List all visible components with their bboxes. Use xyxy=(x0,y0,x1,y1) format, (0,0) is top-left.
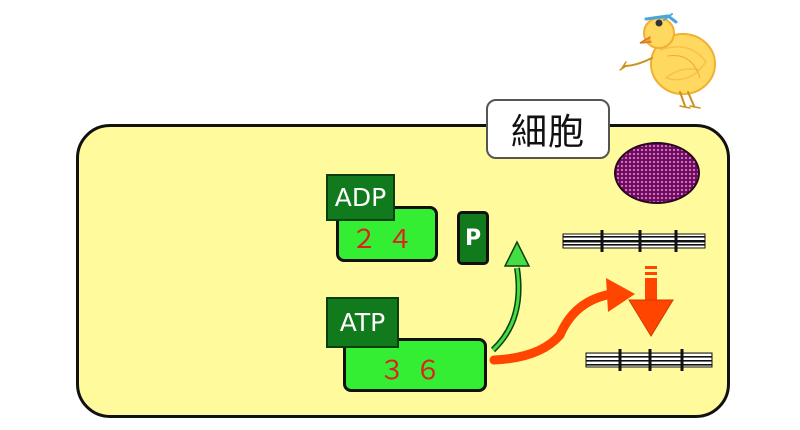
adp-tag: ADP xyxy=(326,174,395,221)
phosphate-label: P xyxy=(464,225,482,251)
phosphate-box: P xyxy=(457,211,489,265)
nucleus-blob xyxy=(614,142,700,204)
atp-label: ATP xyxy=(339,308,386,337)
atp-tag: ATP xyxy=(326,297,399,348)
cell-label: 細胞 xyxy=(486,99,610,159)
adp-value: ２４ xyxy=(350,224,423,255)
atp-value: ３６ xyxy=(378,355,451,386)
cell-label-text: 細胞 xyxy=(510,112,585,153)
adp-label: ADP xyxy=(334,183,387,212)
